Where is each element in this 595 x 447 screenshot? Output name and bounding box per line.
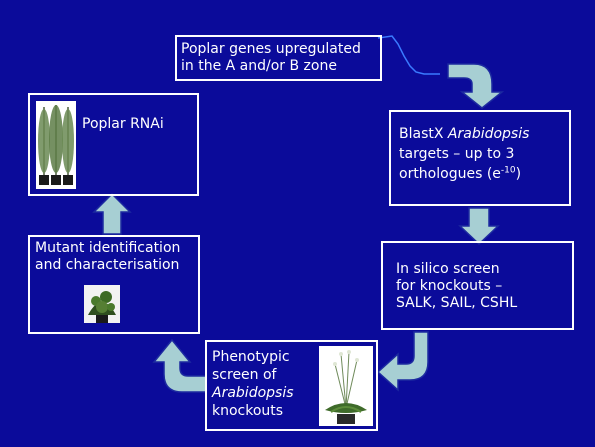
blastx-exponent: -10: [500, 165, 516, 176]
arabidopsis-plant-photo: [319, 346, 373, 426]
poplar-rnai-box: Poplar RNAi: [28, 93, 199, 196]
in-silico-line1: In silico screen: [396, 261, 500, 277]
blastx-line3: orthologues (e-10): [399, 164, 529, 184]
phenotypic-line1: Phenotypic: [212, 349, 290, 365]
curved-arrow-to-mutant: [152, 338, 207, 393]
blastx-close-paren: ): [515, 166, 522, 182]
mutant-plant-photo: [84, 285, 120, 323]
phenotypic-line4: knockouts: [212, 403, 284, 419]
in-silico-line3: SALK, SAIL, CSHL: [396, 295, 518, 311]
down-arrow-to-in-silico: [458, 207, 500, 246]
blastx-label: BlastX: [399, 126, 448, 142]
in-silico-line2: for knockouts –: [396, 278, 503, 294]
curved-arrow-to-blastx: [447, 63, 505, 109]
poplar-genes-line2: in the A and/or B zone: [181, 58, 337, 74]
poplar-trees-photo: [36, 101, 76, 189]
blastx-orthologues: orthologues (e: [399, 166, 501, 182]
in-silico-box: In silico screen for knockouts – SALK, S…: [381, 241, 574, 330]
mutant-box: Mutant identification and characterisati…: [28, 235, 200, 334]
phenotypic-line3: Arabidopsis: [212, 384, 294, 402]
up-arrow-to-poplar-rnai: [92, 192, 132, 235]
expression-curve-icon: [377, 35, 440, 75]
blastx-line2: targets – up to 3: [399, 146, 515, 162]
phenotypic-box: Phenotypic screen of Arabidopsis knockou…: [205, 340, 378, 431]
curved-arrow-to-phenotypic: [376, 331, 429, 392]
poplar-genes-box: Poplar genes upregulated in the A and/or…: [175, 35, 382, 81]
blastx-line1: BlastX Arabidopsis: [399, 124, 529, 144]
mutant-line1: Mutant identification: [35, 240, 181, 256]
phenotypic-arabidopsis: Arabidopsis: [212, 385, 294, 401]
blastx-arabidopsis: Arabidopsis: [447, 126, 530, 142]
poplar-genes-line1: Poplar genes upregulated: [181, 41, 361, 57]
blastx-box: BlastX Arabidopsis targets – up to 3 ort…: [389, 110, 571, 206]
mutant-line2: and characterisation: [35, 257, 180, 273]
poplar-rnai-label: Poplar RNAi: [82, 116, 164, 132]
phenotypic-line2: screen of: [212, 367, 277, 383]
